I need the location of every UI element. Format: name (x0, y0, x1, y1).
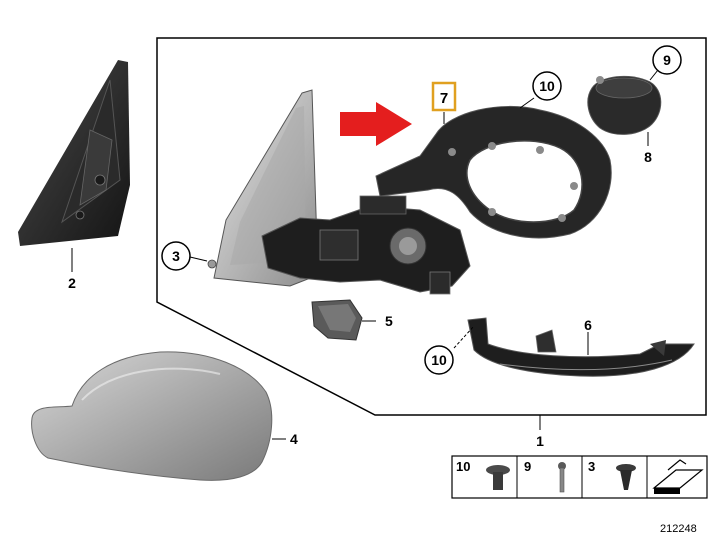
red-arrow-icon (340, 102, 412, 146)
callout-9-top: 9 (652, 45, 682, 75)
legend-number-9: 9 (524, 459, 531, 474)
diagram-reference-number: 212248 (660, 523, 697, 535)
callout-3-left: 3 (161, 241, 191, 271)
label-2: 2 (68, 275, 76, 291)
part-9-turn-signal-lamp (587, 75, 662, 135)
label-6: 6 (584, 317, 592, 333)
part-10-mirror-frame (375, 105, 612, 239)
legend-number-10: 10 (456, 459, 470, 474)
pin-bolt-icon (558, 462, 566, 493)
svg-text:10: 10 (539, 78, 555, 94)
mat-pad-icon (652, 459, 704, 494)
part-4-mirror-cap (31, 351, 273, 481)
hardware-legend: 10 9 3 (451, 455, 708, 499)
mirror-adjust-mechanism (261, 195, 471, 295)
part-3-screw (207, 259, 217, 269)
svg-text:9: 9 (663, 52, 671, 68)
legend-number-3: 3 (588, 459, 595, 474)
callout-10-top: 10 (532, 71, 562, 101)
label-8: 8 (644, 149, 652, 165)
screw-torx-icon (616, 464, 636, 490)
callout-7-highlight: 7 (431, 81, 457, 112)
label-4: 4 (290, 431, 298, 447)
part-2-mirror-base (18, 60, 130, 246)
label-5: 5 (385, 313, 393, 329)
part-5-cover-trim (311, 299, 363, 341)
svg-text:3: 3 (172, 248, 180, 264)
screw-flat-head-icon (486, 465, 510, 490)
label-1: 1 (536, 433, 544, 449)
svg-text:10: 10 (431, 352, 447, 368)
svg-text:7: 7 (440, 90, 448, 107)
callout-10-bottom: 10 (424, 345, 454, 375)
part-6-trim-strip (467, 317, 695, 377)
